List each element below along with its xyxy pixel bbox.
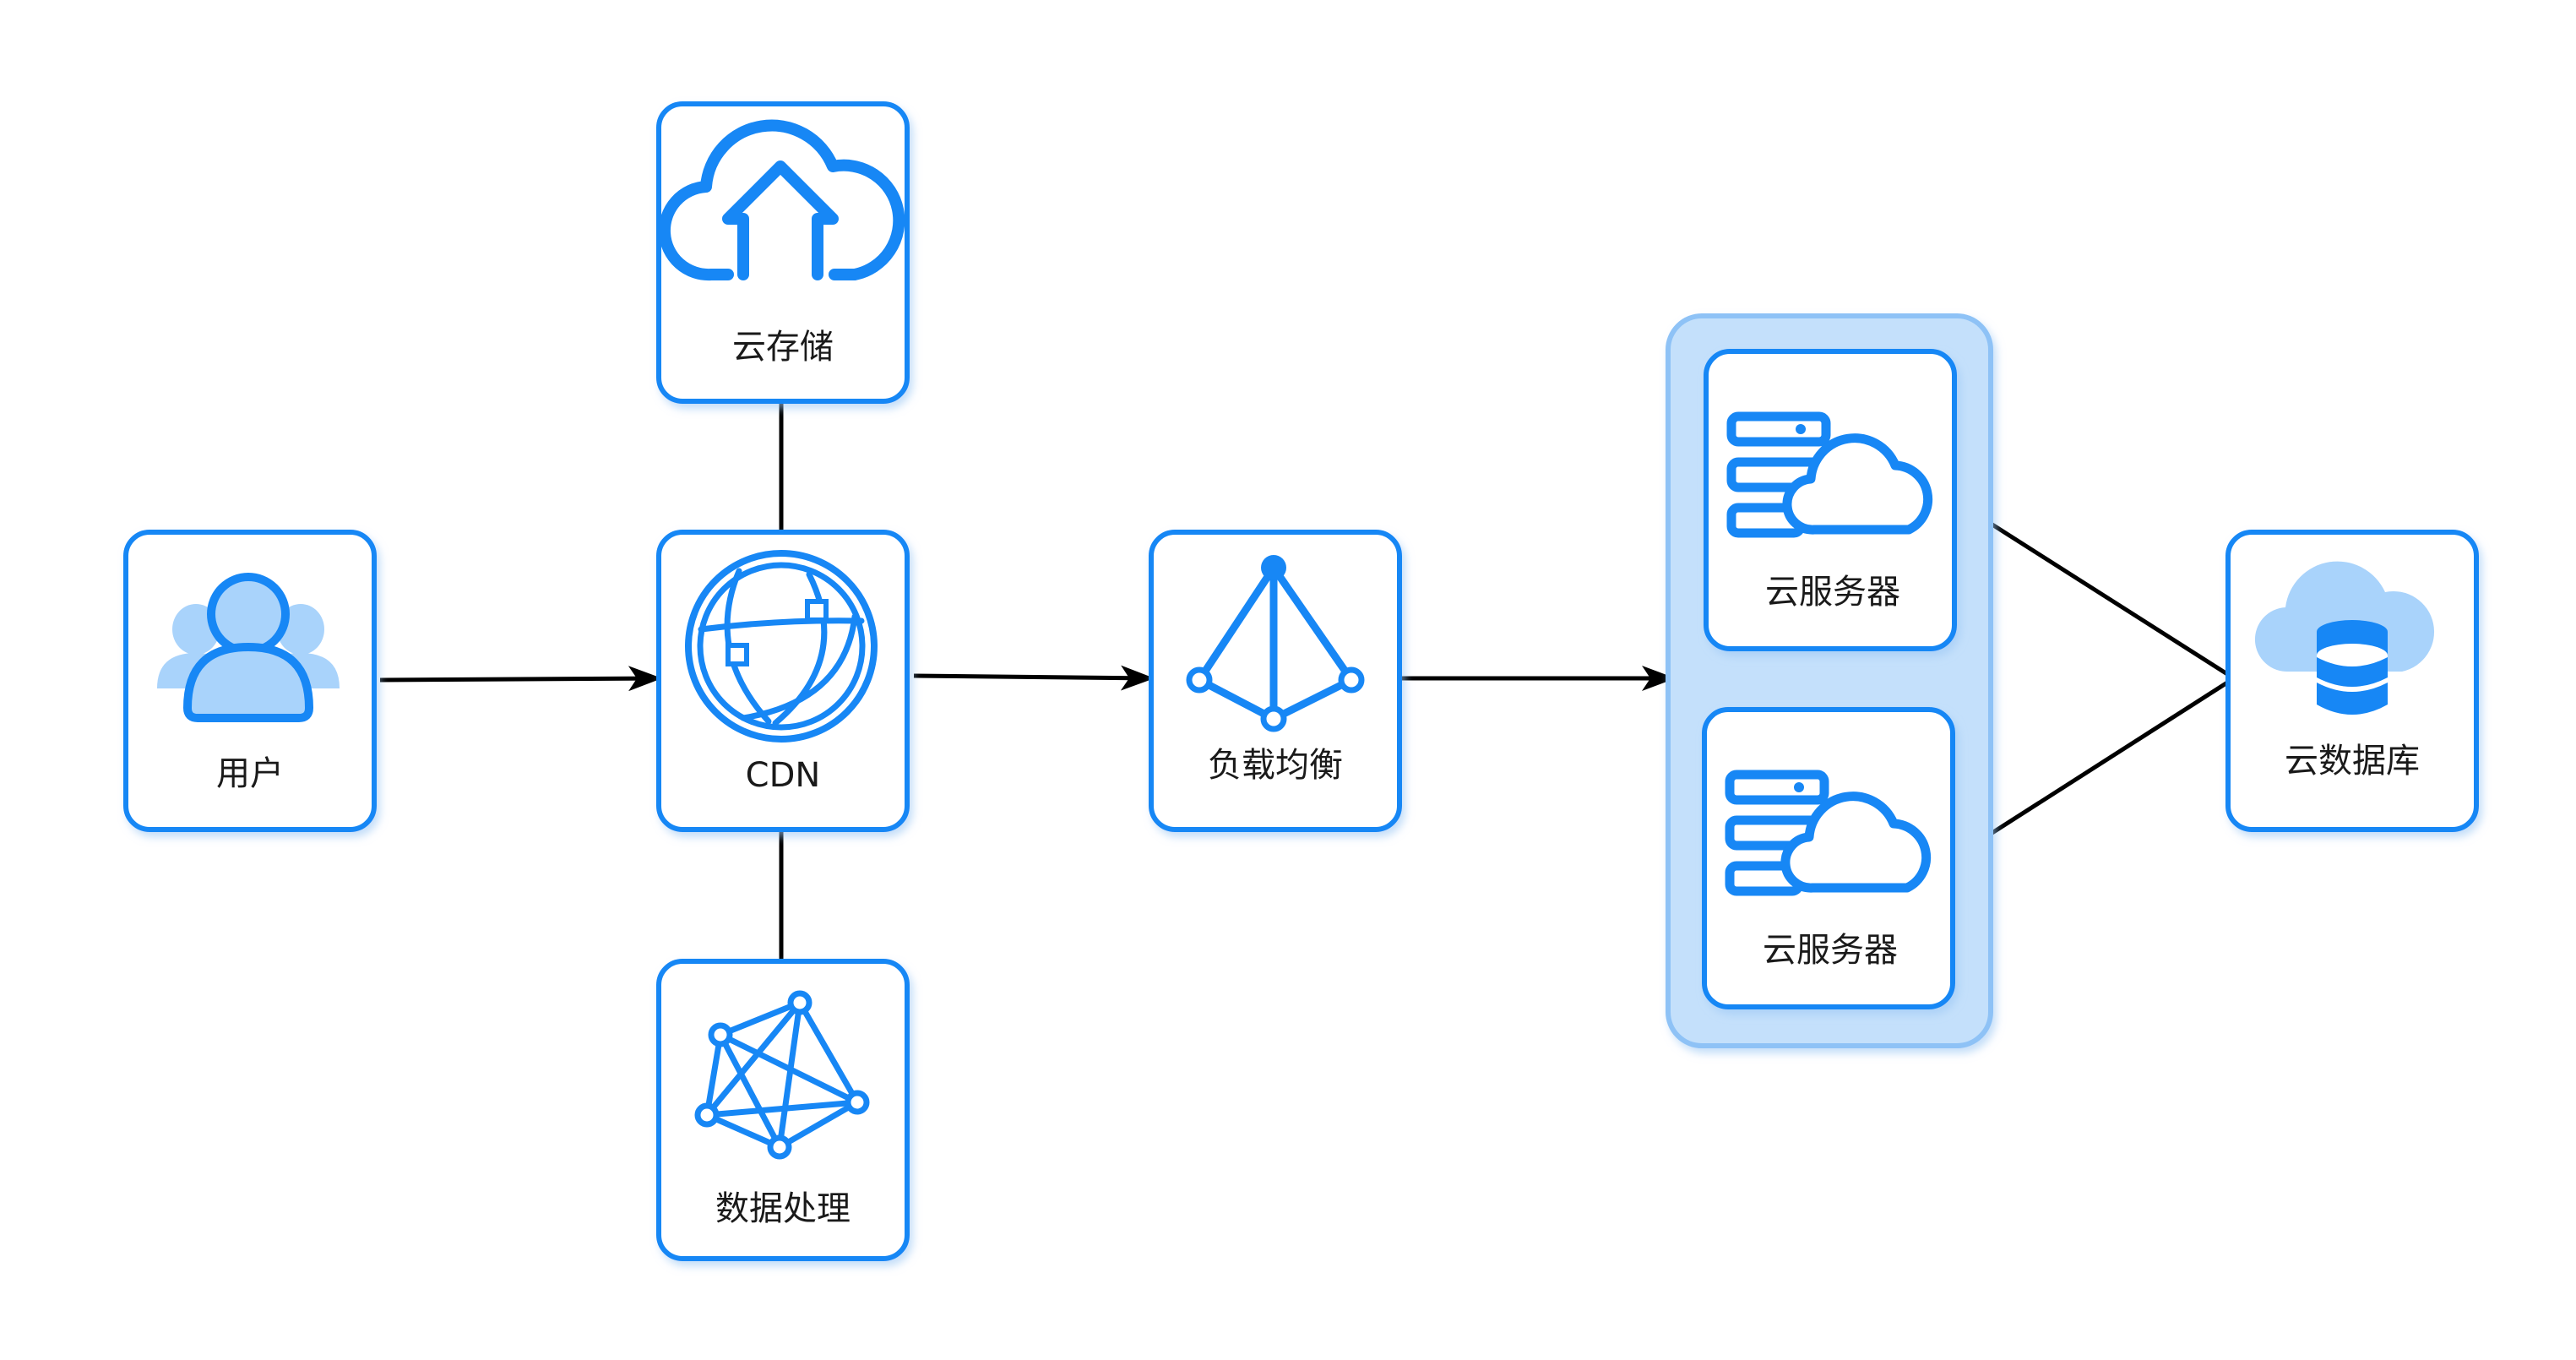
cloud-database-icon: [2254, 561, 2435, 715]
edge-server1-to-database: [1956, 500, 2236, 681]
node-load-balancer-label: 负载均衡: [1208, 746, 1343, 785]
cloud-upload-icon: [658, 119, 905, 281]
node-cloud-storage-label: 云存储: [732, 328, 834, 367]
edges: [379, 404, 2236, 961]
cloud-server-icon: [1725, 770, 1932, 896]
node-data-processing-label: 数据处理: [715, 1189, 851, 1228]
node-cdn[interactable]: CDN: [656, 530, 910, 832]
edge-user-to-cdn: [379, 666, 662, 692]
node-cloud-server-1[interactable]: 云服务器: [1704, 349, 1957, 651]
globe-network-icon: [685, 550, 878, 743]
node-user-label: 用户: [216, 754, 284, 793]
node-cloud-server-2-label: 云服务器: [1763, 931, 1898, 970]
node-user[interactable]: 用户: [123, 530, 377, 832]
node-data-processing[interactable]: 数据处理: [656, 959, 910, 1261]
cloud-server-icon: [1726, 411, 1933, 538]
load-balancer-icon: [1186, 555, 1365, 732]
node-cloud-storage[interactable]: 云存储: [656, 101, 910, 404]
node-cloud-database-label: 云数据库: [2285, 742, 2420, 781]
node-cdn-label: CDN: [746, 756, 821, 795]
node-cloud-database[interactable]: 云数据库: [2225, 530, 2479, 832]
edge-cdn-to-load-balancer: [913, 665, 1155, 691]
node-load-balancer[interactable]: 负载均衡: [1149, 530, 1402, 832]
node-cdn-box: [656, 530, 910, 832]
node-cloud-server-2[interactable]: 云服务器: [1702, 707, 1955, 1009]
node-cloud-server-1-label: 云服务器: [1765, 573, 1900, 612]
network-graph-icon: [694, 990, 870, 1160]
edge-server2-to-database: [1956, 676, 2236, 857]
node-cloud-storage-box: [656, 101, 910, 404]
users-icon: [157, 573, 340, 722]
